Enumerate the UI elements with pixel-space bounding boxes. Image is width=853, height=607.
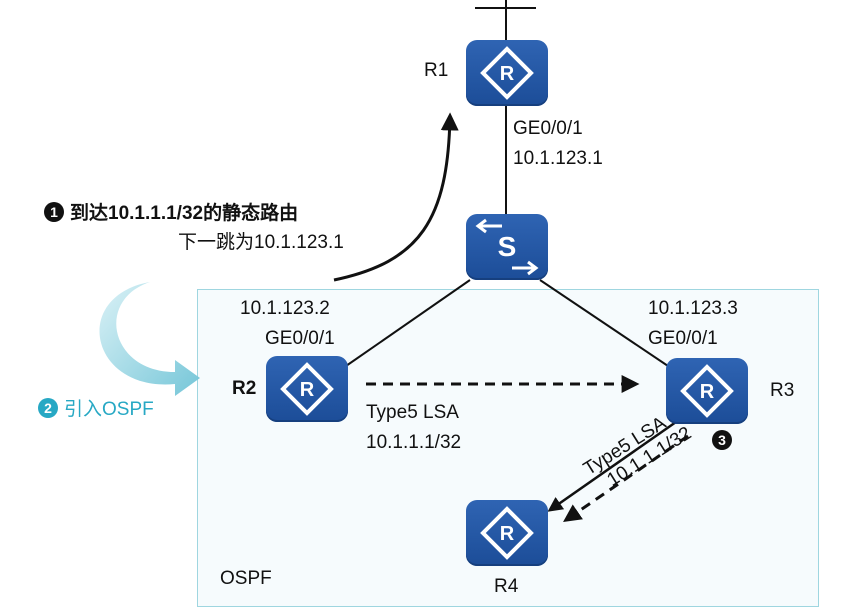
router-r3[interactable]: R <box>666 358 748 424</box>
r2-interface-port: GE0/0/1 <box>265 328 335 349</box>
step1-text: 到达10.1.1.1/32的静态路由 <box>70 203 299 224</box>
svg-text:R: R <box>300 379 315 401</box>
step2-text: 引入OSPF <box>64 399 154 420</box>
step1-line1: 1 到达10.1.1.1/32的静态路由 <box>44 202 298 225</box>
lsa-arrow-r3-r4 <box>563 434 689 523</box>
router-r4[interactable]: R <box>466 500 548 566</box>
ospf-area-label: OSPF <box>220 568 272 589</box>
svg-text:R: R <box>500 523 515 545</box>
static-route-arrow <box>333 112 459 282</box>
svg-text:R: R <box>500 63 515 85</box>
step2-badge: 2 <box>38 398 58 418</box>
step1-line2: 下一跳为10.1.123.1 <box>178 232 344 253</box>
step2-label: 2 引入OSPF <box>38 398 154 421</box>
r1-interface-ip: 10.1.123.1 <box>513 148 603 169</box>
switch-icon: S <box>475 218 539 276</box>
lsa-r2-r3-prefix: 10.1.1.1/32 <box>366 432 462 453</box>
step3-label: 3 <box>712 430 738 453</box>
svg-text:R: R <box>700 381 715 403</box>
link-switch-r2 <box>345 279 471 367</box>
step3-badge: 3 <box>712 430 732 450</box>
r3-interface-ip: 10.1.123.3 <box>648 298 738 319</box>
r2-label: R2 <box>232 378 257 399</box>
router-r2[interactable]: R <box>266 356 348 422</box>
r3-interface-port: GE0/0/1 <box>648 328 718 349</box>
link-switch-r3 <box>539 279 669 367</box>
router-icon: R <box>680 364 734 418</box>
switch-s[interactable]: S <box>466 214 548 280</box>
r1-interface-port: GE0/0/1 <box>513 118 583 139</box>
svg-text:S: S <box>498 231 517 262</box>
r4-label: R4 <box>494 576 519 597</box>
redistribute-arrow <box>99 282 200 396</box>
r1-label: R1 <box>424 60 449 81</box>
lsa-r2-r3-type: Type5 LSA <box>366 402 459 423</box>
router-r1[interactable]: R <box>466 40 548 106</box>
step1-badge: 1 <box>44 202 64 222</box>
router-icon: R <box>480 506 534 560</box>
r3-label: R3 <box>770 380 795 401</box>
r2-interface-ip: 10.1.123.2 <box>240 298 330 319</box>
link-r3-r4 <box>547 420 677 512</box>
router-icon: R <box>280 362 334 416</box>
router-icon: R <box>480 46 534 100</box>
